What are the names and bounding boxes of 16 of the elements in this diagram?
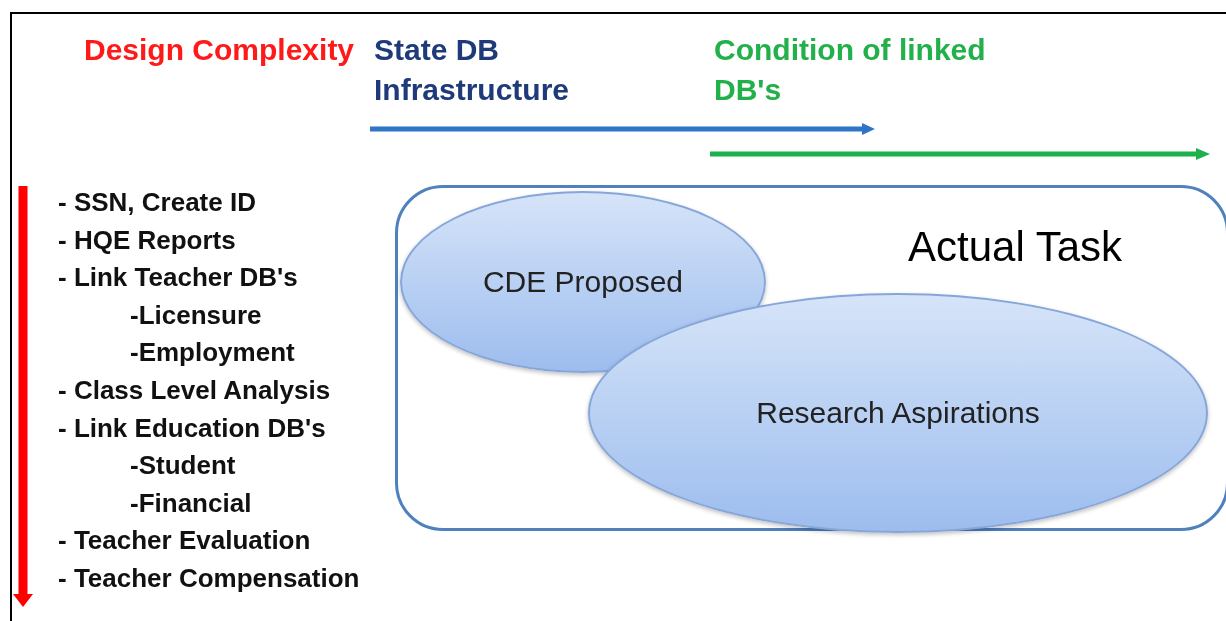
list-item: - Teacher Compensation [58, 562, 360, 594]
list-item: -Financial [130, 486, 252, 519]
list-item: - Class Level Analysis [58, 374, 331, 406]
list-item: -Licensure [130, 298, 262, 331]
list-item: -Student [130, 449, 236, 482]
list-item: -Employment [130, 336, 295, 369]
list-item: - Teacher Evaluation [58, 524, 311, 557]
list-item: - Link Education DB's [58, 411, 326, 444]
rounded-box [395, 185, 1226, 531]
column-heading: State DB Infrastructure [374, 32, 571, 108]
ellipse-shape: CDE Proposed [400, 191, 766, 373]
list-item: - SSN, Create ID [58, 186, 256, 218]
list-item: - Link Teacher DB's [58, 261, 298, 294]
box-title: Actual Task [908, 226, 1122, 268]
list-item: - HQE Reports [58, 223, 236, 256]
column-heading: Condition of linked DB's [714, 32, 987, 108]
